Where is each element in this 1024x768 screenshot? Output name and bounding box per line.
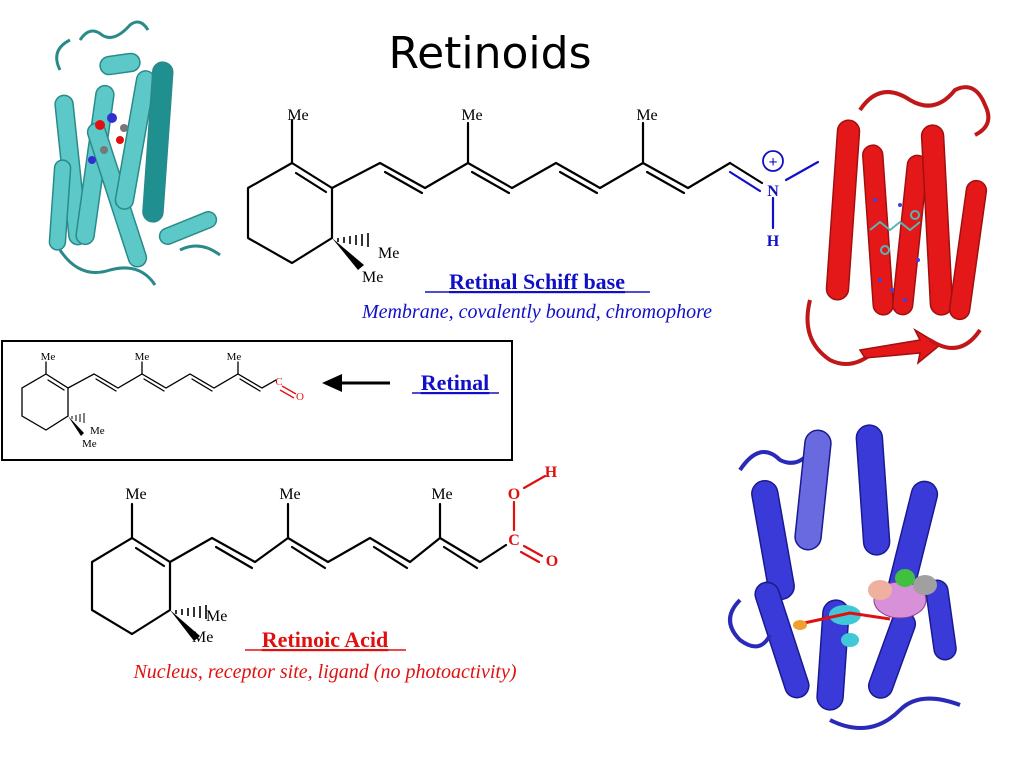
acid-carbonyl-oxygen-label: O	[546, 553, 558, 570]
schiff-methyl-1-label: Me	[287, 107, 308, 124]
retinal-carbon-label: C	[275, 376, 282, 388]
slide-title: Retinoids	[388, 28, 591, 79]
schiff-charge-label: +	[768, 154, 777, 171]
retinal-heading: Retinal	[421, 370, 489, 395]
schiff-base-heading: Retinal Schiff base	[449, 269, 625, 294]
retinal-oxygen-label: O	[296, 391, 304, 403]
schiff-base-description: Membrane, covalently bound, chromophore	[361, 301, 712, 323]
retinal-methyl-4-label: Me	[90, 425, 105, 437]
acid-methyl-3-label: Me	[431, 486, 452, 503]
schiff-methyl-5-label: Me	[362, 269, 383, 286]
retinal-methyl-2-label: Me	[135, 351, 150, 363]
retinal-methyl-5-label: Me	[82, 438, 97, 450]
cyan-protein-image	[48, 20, 221, 286]
red-protein-image	[805, 85, 991, 366]
retinal-methyl-3-label: Me	[227, 351, 242, 363]
retinoic-acid-structure	[90, 474, 547, 641]
schiff-nitrogen-label: N	[767, 183, 779, 200]
schiff-hydrogen-label: H	[767, 233, 780, 250]
retinal-schiff-base-structure	[246, 118, 820, 270]
acid-methyl-2-label: Me	[279, 486, 300, 503]
acid-methyl-1-label: Me	[125, 486, 146, 503]
blue-protein-image	[728, 424, 961, 730]
arrow-left-icon	[322, 374, 390, 392]
retinoic-acid-heading: Retinoic Acid	[262, 627, 389, 652]
schiff-methyl-3-label: Me	[636, 107, 657, 124]
acid-carbon-label: C	[508, 532, 520, 549]
retinoic-acid-description: Nucleus, receptor site, ligand (no photo…	[132, 661, 516, 683]
schiff-methyl-4-label: Me	[378, 245, 399, 262]
acid-hydroxyl-oxygen-label: O	[508, 486, 520, 503]
acid-methyl-5-label: Me	[192, 629, 213, 646]
retinal-box	[1, 340, 513, 461]
acid-hydroxyl-hydrogen-label: H	[545, 464, 558, 481]
retinal-methyl-1-label: Me	[41, 351, 56, 363]
acid-methyl-4-label: Me	[206, 608, 227, 625]
retinal-structure	[21, 361, 297, 436]
schiff-methyl-2-label: Me	[461, 107, 482, 124]
